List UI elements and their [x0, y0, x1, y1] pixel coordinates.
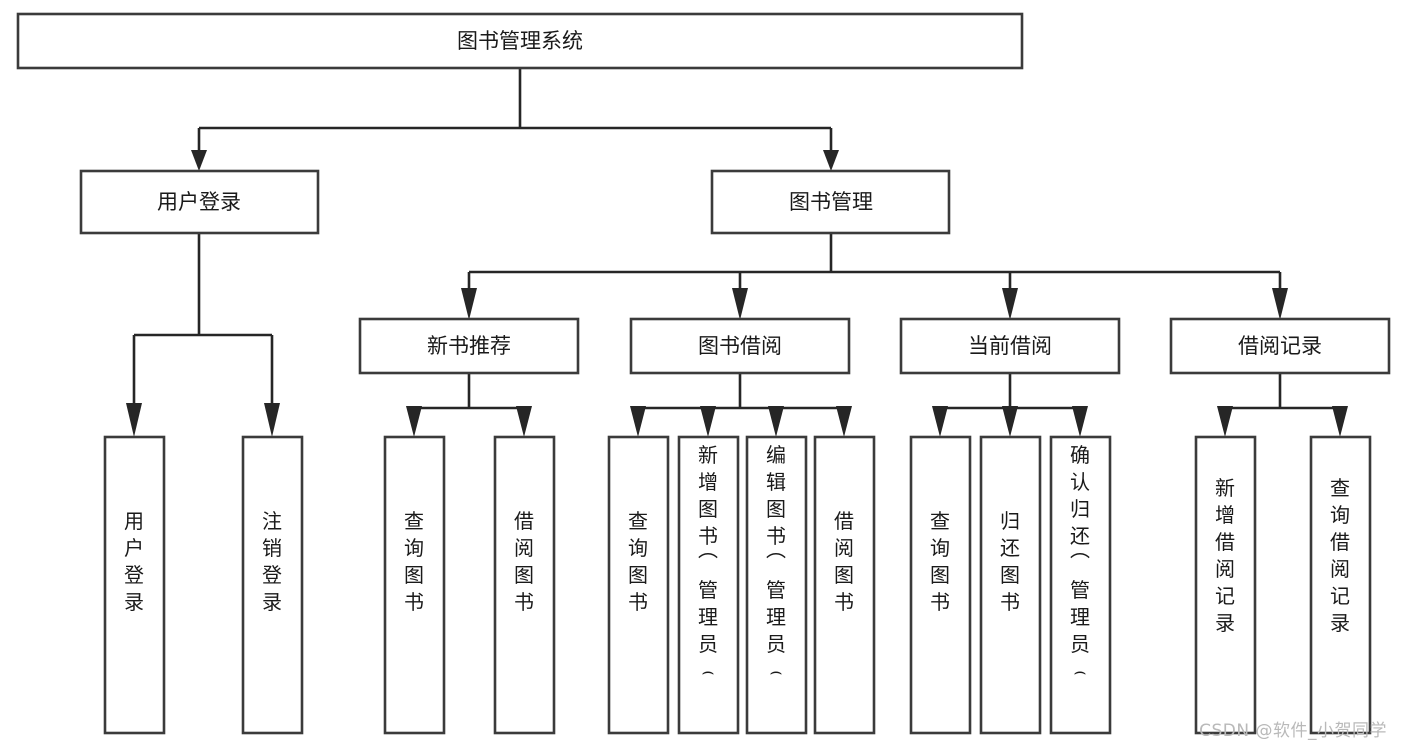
arrow-head-leaf-add-record [1217, 406, 1233, 437]
arrow-head-leaf-query-book-2 [630, 406, 646, 437]
node-book-management[interactable]: 图书管理 [710, 169, 951, 235]
leaf-user-logout[interactable]: 注销登录 [241, 435, 304, 735]
node-current-borrow[interactable]: 当前借阅 [899, 317, 1121, 375]
leaf-query-book-2-box[interactable] [607, 435, 670, 735]
node-current-borrow-label: 当前借阅 [968, 334, 1052, 358]
arrow-head-leaf-add-book [700, 406, 716, 437]
leaf-borrow-book-2-label: 借阅图书 [834, 509, 854, 614]
leaf-add-book[interactable]: 新增图书⌒管理员⌢ [677, 435, 740, 735]
node-book-borrow-label: 图书借阅 [698, 334, 782, 358]
node-book-management-label: 图书管理 [789, 190, 873, 214]
arrow-head-leaf-query-record [1332, 406, 1348, 437]
leaf-query-record-label: 查询借阅记录 [1330, 476, 1350, 635]
arrow-head-borrow-record [1272, 288, 1288, 320]
leaf-borrow-book-1-box[interactable] [493, 435, 556, 735]
node-new-book-recommend-label: 新书推荐 [427, 334, 511, 358]
leaf-edit-book-box[interactable] [745, 435, 808, 735]
leaf-query-record[interactable]: 查询借阅记录 [1309, 435, 1372, 735]
node-borrow-record[interactable]: 借阅记录 [1169, 317, 1391, 375]
leaf-return-book[interactable]: 归还图书 [979, 435, 1042, 735]
leaf-query-book-3-label: 查询图书 [930, 509, 950, 614]
arrow-head-leaf-borrow-book-2 [836, 406, 852, 437]
leaf-borrow-book-1[interactable]: 借阅图书 [493, 435, 556, 735]
leaf-query-book-1[interactable]: 查询图书 [383, 435, 446, 735]
leaf-add-book-box[interactable] [677, 435, 740, 735]
connectors-user-login-to-leaves [126, 233, 280, 437]
leaf-add-record[interactable]: 新增借阅记录 [1194, 435, 1257, 735]
node-book-borrow-box[interactable] [629, 317, 851, 375]
leaf-query-book-2-label: 查询图书 [628, 509, 648, 614]
arrow-head-current-borrow [1002, 288, 1018, 320]
node-current-borrow-box[interactable] [899, 317, 1121, 375]
node-new-book-recommend[interactable]: 新书推荐 [358, 317, 580, 375]
leaf-edit-book-label: 编辑图书⌒管理员⌢ [766, 443, 786, 683]
node-borrow-record-label: 借阅记录 [1238, 334, 1322, 358]
leaf-confirm-return-label: 确认归还⌒管理员⌢ [1070, 443, 1090, 683]
node-new-book-recommend-box[interactable] [358, 317, 580, 375]
leaf-borrow-book-1-label: 借阅图书 [514, 509, 534, 614]
leaf-add-book-label: 新增图书⌒管理员⌢ [698, 443, 718, 683]
leaf-user-login-box[interactable] [103, 435, 166, 735]
arrow-head-leaf-borrow-book-1 [516, 406, 532, 437]
leaf-user-logout-box[interactable] [241, 435, 304, 735]
leaf-query-book-3-box[interactable] [909, 435, 972, 735]
leaf-query-book-3[interactable]: 查询图书 [909, 435, 972, 735]
leaf-return-book-label: 归还图书 [1000, 509, 1020, 614]
arrow-head-user-login [191, 150, 207, 171]
leaf-query-book-2[interactable]: 查询图书 [607, 435, 670, 735]
arrow-head-book-borrow [732, 288, 748, 320]
arrow-head-book-management [823, 150, 839, 171]
node-root[interactable]: 图书管理系统 [16, 12, 1024, 70]
leaf-borrow-book-2-box[interactable] [813, 435, 876, 735]
connectors-new-book-to-leaves [406, 373, 532, 437]
node-user-login-label: 用户登录 [157, 190, 241, 214]
node-user-login[interactable]: 用户登录 [79, 169, 320, 235]
arrow-head-leaf-return-book [1002, 406, 1018, 437]
arrow-head-leaf-query-book-1 [406, 406, 422, 437]
leaf-confirm-return-box[interactable] [1049, 435, 1112, 735]
leaf-user-login-label: 用户登录 [124, 509, 144, 614]
arrow-head-leaf-edit-book [768, 406, 784, 437]
connectors-book-borrow-to-leaves [630, 373, 852, 437]
node-root-box[interactable] [16, 12, 1024, 70]
leaf-return-book-box[interactable] [979, 435, 1042, 735]
arrow-head-leaf-user-login [126, 403, 142, 437]
leaf-add-record-label: 新增借阅记录 [1215, 476, 1235, 635]
leaf-user-logout-label: 注销登录 [262, 509, 282, 614]
node-book-borrow[interactable]: 图书借阅 [629, 317, 851, 375]
arrow-head-leaf-confirm-return [1072, 406, 1088, 437]
connectors-borrow-record-to-leaves [1217, 373, 1348, 437]
node-user-login-box[interactable] [79, 169, 320, 235]
connectors-current-borrow-to-leaves [932, 373, 1088, 437]
leaf-query-book-1-box[interactable] [383, 435, 446, 735]
leaf-query-book-1-label: 查询图书 [404, 509, 424, 614]
leaf-user-login[interactable]: 用户登录 [103, 435, 166, 735]
arrow-head-leaf-query-book-3 [932, 406, 948, 437]
arrow-head-leaf-user-logout [264, 403, 280, 437]
leaf-confirm-return[interactable]: 确认归还⌒管理员⌢ [1049, 435, 1112, 735]
leaf-add-record-box[interactable] [1194, 435, 1257, 735]
node-borrow-record-box[interactable] [1169, 317, 1391, 375]
leaf-query-record-box[interactable] [1309, 435, 1372, 735]
node-root-label: 图书管理系统 [457, 29, 583, 53]
arrow-head-new-book-recommend [461, 288, 477, 320]
leaf-edit-book[interactable]: 编辑图书⌒管理员⌢ [745, 435, 808, 735]
node-book-management-box[interactable] [710, 169, 951, 235]
connectors-root-to-level2 [191, 68, 839, 171]
connectors-book-management-to-level3 [461, 233, 1288, 320]
leaf-borrow-book-2[interactable]: 借阅图书 [813, 435, 876, 735]
